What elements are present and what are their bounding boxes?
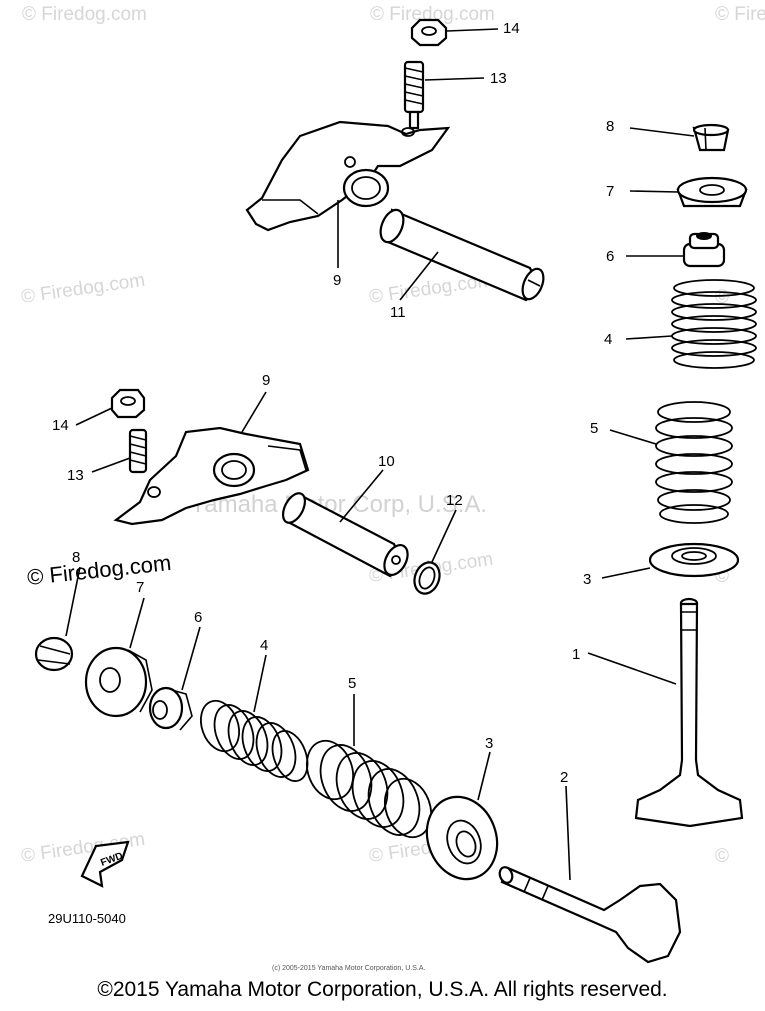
watermark-top-right: © Firedog.com xyxy=(715,4,765,25)
label-upper-seal: 6 xyxy=(606,248,614,265)
lower-valve-seal-6 xyxy=(148,686,193,731)
footer-copyright: ©2015 Yamaha Motor Corporation, U.S.A. A… xyxy=(97,978,668,1001)
upper-spring-retainer-7 xyxy=(676,176,748,208)
label-lower-inner-spring: 4 xyxy=(260,637,268,654)
label-upper-seat: 3 xyxy=(583,571,591,588)
label-upper-rocker: 9 xyxy=(333,272,341,289)
lower-rocker-arm-9 xyxy=(113,426,310,526)
watermark-dark-firedog: © Firedog.com xyxy=(26,550,172,590)
watermark-bottom-right: © xyxy=(715,846,729,867)
lower-rocker-shaft-10 xyxy=(281,492,409,578)
upper-retainer-lock-8 xyxy=(692,123,730,152)
label-lower-seal: 6 xyxy=(194,609,202,626)
upper-outer-spring-5 xyxy=(655,401,733,524)
watermark-bottom-left: © Firedog.com xyxy=(20,829,147,867)
label-upper-outer-spring: 5 xyxy=(590,420,598,437)
label-lower-outer-spring: 5 xyxy=(348,675,356,692)
label-upper-retainer-lock: 8 xyxy=(606,118,614,135)
label-lower-rocker: 9 xyxy=(262,372,270,389)
upper-spring-seat-3 xyxy=(648,542,740,578)
upper-adjust-screw-13 xyxy=(403,60,425,130)
upper-rocker-arm-9 xyxy=(245,120,451,232)
watermark-yamaha: Yamaha Motor Corp, U.S.A. xyxy=(190,491,487,518)
lower-inner-spring-4 xyxy=(199,699,309,782)
label-lower-retainer: 7 xyxy=(136,579,144,596)
label-upper-shaft: 11 xyxy=(390,304,406,321)
lower-adjust-screw-13 xyxy=(128,428,148,474)
valve-2 xyxy=(498,866,682,964)
label-lower-screw: 13 xyxy=(67,467,84,484)
lower-o-ring-12 xyxy=(413,561,441,595)
lower-outer-spring-5 xyxy=(306,739,432,839)
upper-rocker-shaft-11 xyxy=(379,208,545,302)
lower-spring-seat-3 xyxy=(425,795,499,881)
diagram-code: 29U110-5040 xyxy=(48,911,126,926)
watermark-top-left: © Firedog.com xyxy=(22,4,147,25)
label-lower-retainer-lock: 8 xyxy=(72,549,80,566)
label-upper-screw: 13 xyxy=(490,70,507,87)
label-lower-seat: 3 xyxy=(485,735,493,752)
label-valve-2: 2 xyxy=(560,769,568,786)
upper-valve-seal-6 xyxy=(682,232,726,268)
label-lower-nut: 14 xyxy=(52,417,69,434)
lower-nut-14 xyxy=(110,388,146,419)
small-copyright: (c) 2005-2015 Yamaha Motor Corporation, … xyxy=(272,965,425,972)
label-upper-nut: 14 xyxy=(503,20,520,37)
valve-1 xyxy=(634,597,744,828)
watermark-top-center: © Firedog.com xyxy=(370,4,495,25)
label-lower-shaft: 10 xyxy=(378,453,395,470)
upper-inner-spring-4 xyxy=(671,279,757,369)
label-upper-retainer: 7 xyxy=(606,183,614,200)
label-valve-1: 1 xyxy=(572,646,580,663)
lower-retainer-lock-8 xyxy=(34,636,74,672)
label-lower-oring: 12 xyxy=(446,492,463,509)
label-upper-inner-spring: 4 xyxy=(604,331,612,348)
watermark-mid-left: © Firedog.com xyxy=(20,270,147,308)
lower-spring-retainer-7 xyxy=(84,646,153,718)
upper-nut-14 xyxy=(410,18,448,47)
